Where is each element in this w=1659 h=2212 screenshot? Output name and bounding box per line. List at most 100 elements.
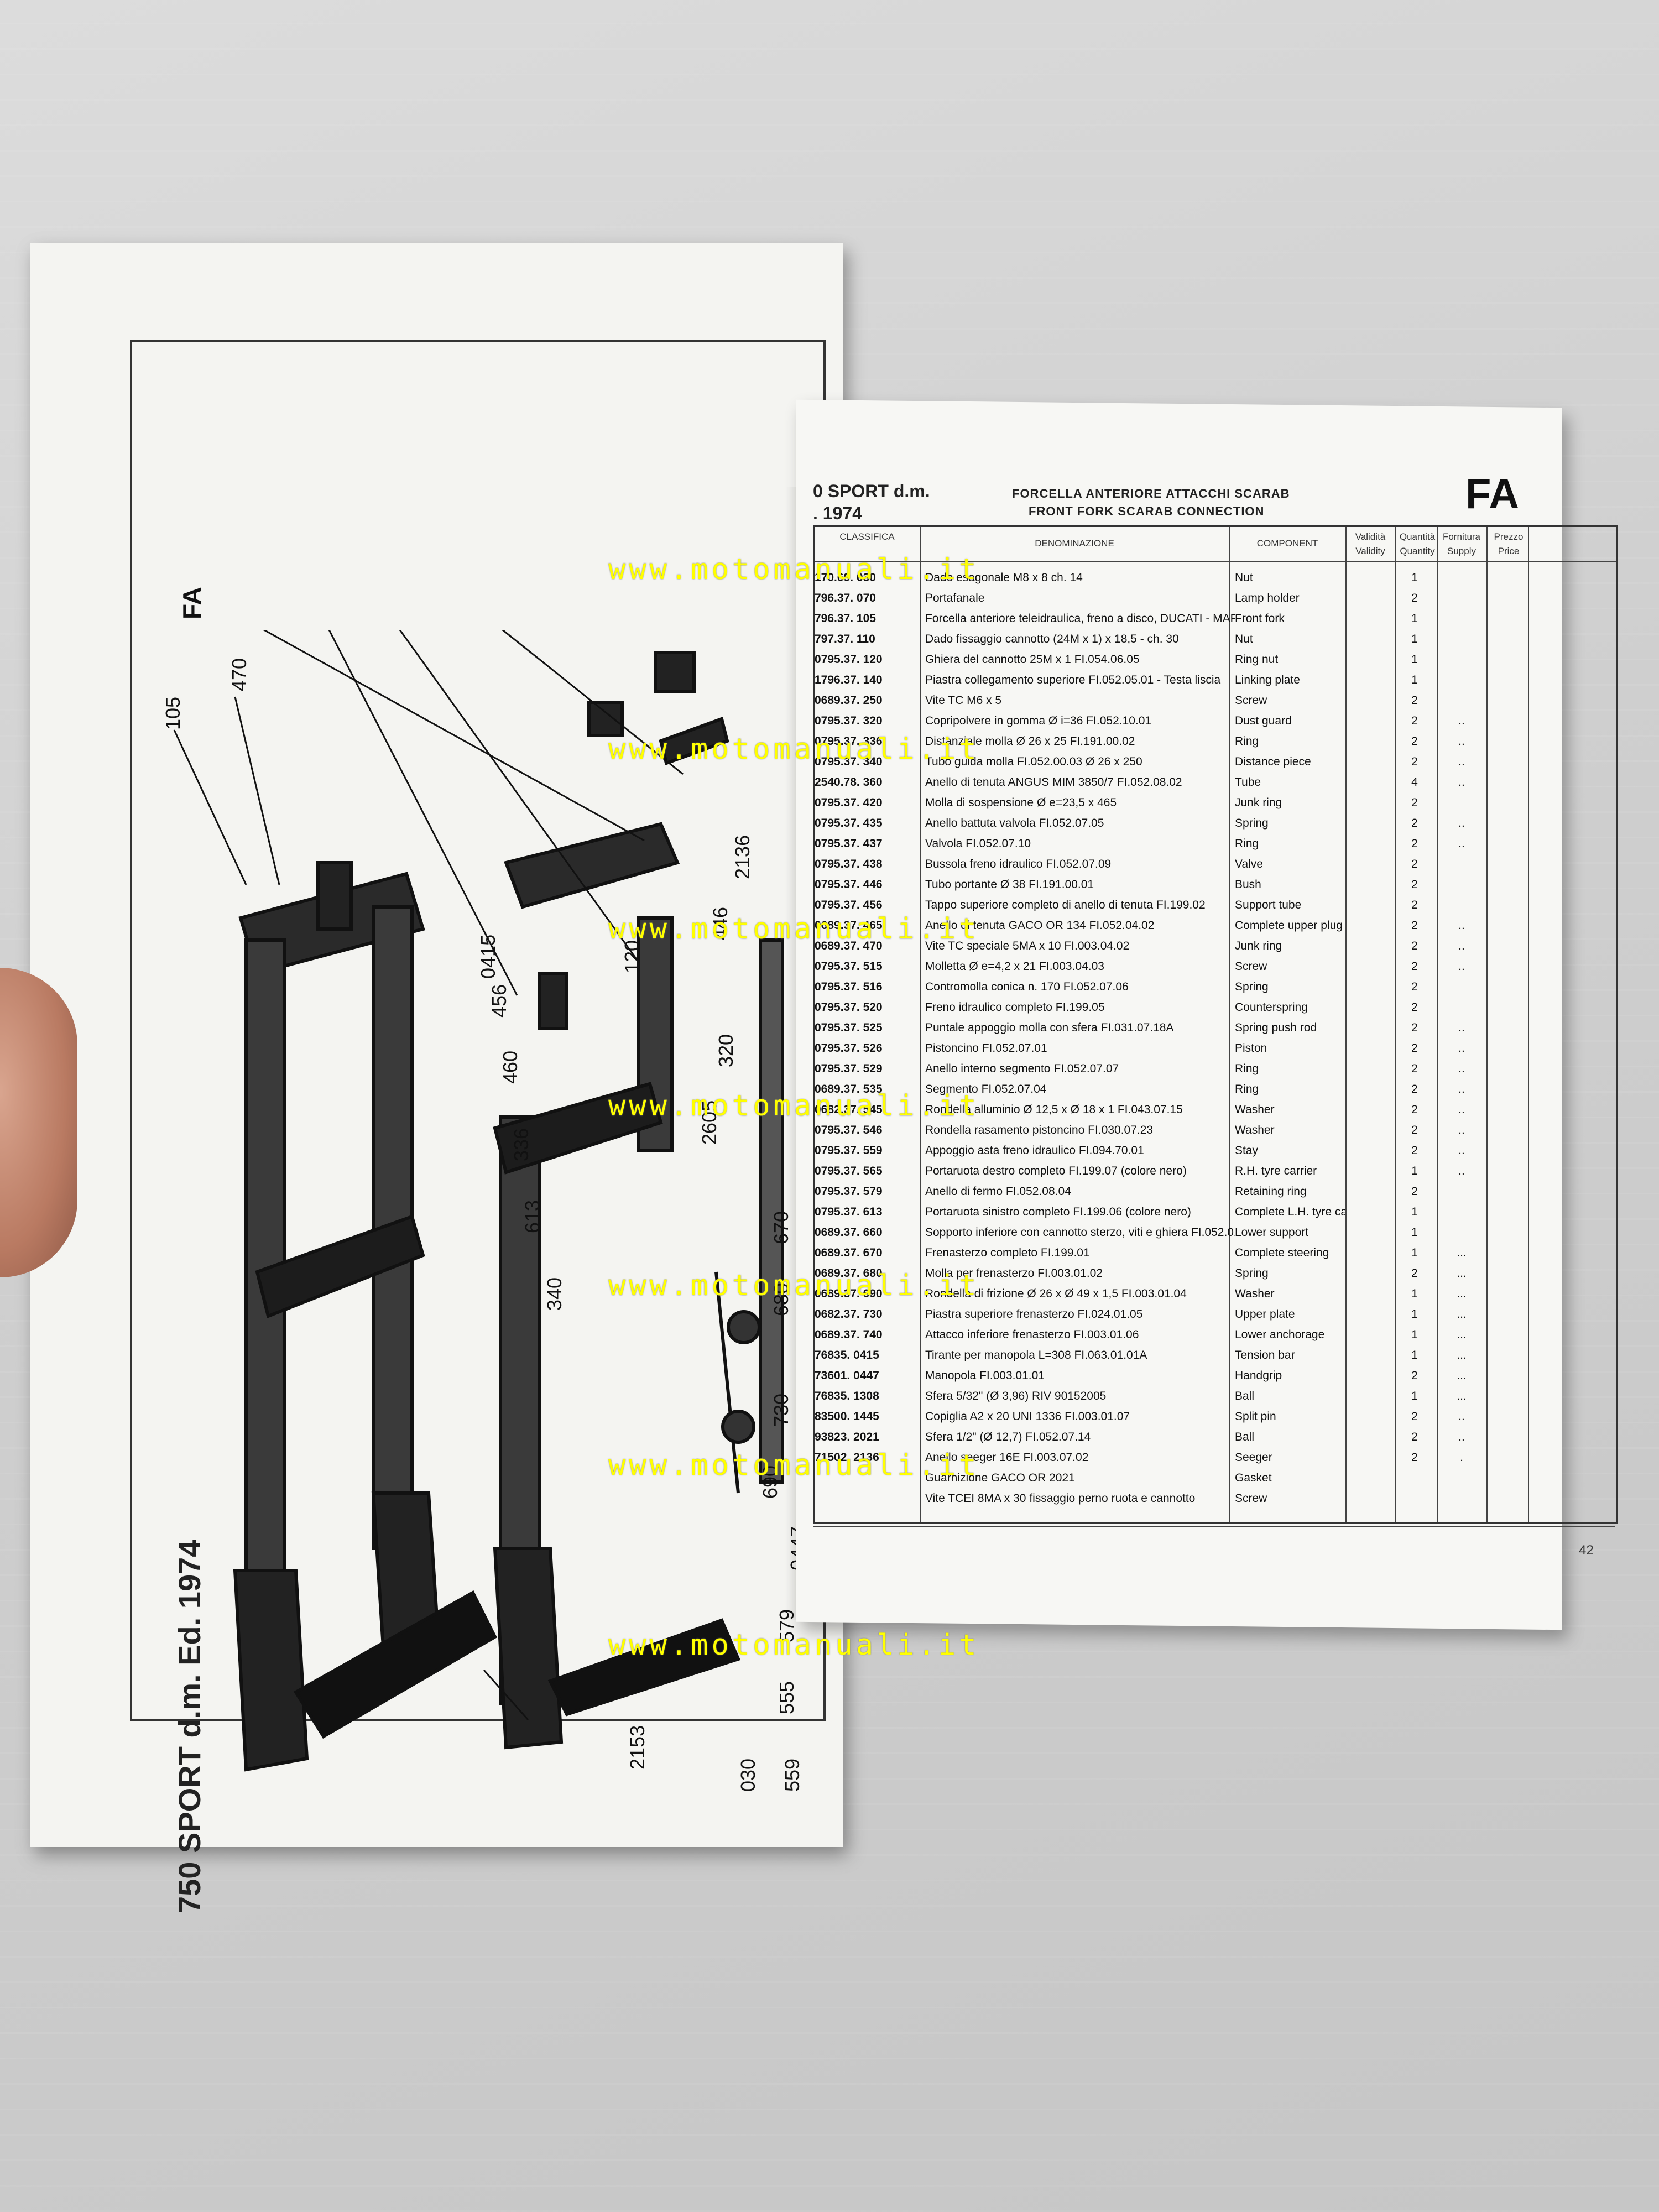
- part-component: Washer: [1235, 1103, 1275, 1116]
- part-description: Attacco inferiore frenasterzo FI.003.01.…: [925, 1328, 1139, 1341]
- part-component: Ring: [1235, 837, 1259, 850]
- col-quantity: Quantity: [1400, 546, 1435, 556]
- thumb-holding-book: [0, 968, 77, 1277]
- part-supply: ..: [1458, 919, 1465, 932]
- callout-030: 030: [737, 1759, 759, 1792]
- watermark: www.motomanuali.it: [608, 1269, 980, 1302]
- col-classifica: CLASSIFICA: [839, 531, 895, 542]
- part-code: 0795.37. 120: [815, 653, 883, 666]
- part-quantity: 2: [1411, 1369, 1418, 1382]
- callout-730: 730: [770, 1394, 792, 1427]
- col-fornitura: Fornitura: [1442, 531, 1481, 542]
- part-quantity: 2: [1411, 735, 1418, 748]
- part-code: 83500. 1445: [815, 1410, 879, 1423]
- part-description: Dado esagonale M8 x 8 ch. 14: [925, 571, 1083, 584]
- part-component: Support tube: [1235, 899, 1302, 911]
- callout-559: 559: [781, 1759, 804, 1792]
- part-supply: ...: [1457, 1369, 1467, 1382]
- part-description: Sopporto inferiore con cannotto sterzo, …: [925, 1226, 1235, 1239]
- col-denominazione: DENOMINAZIONE: [1035, 538, 1114, 549]
- part-quantity: 2: [1411, 694, 1418, 707]
- part-description: Portaruota sinistro completo FI.199.06 (…: [925, 1206, 1191, 1218]
- part-code: 0689.37. 740: [815, 1328, 883, 1341]
- part-description: Segmento FI.052.07.04: [925, 1083, 1047, 1095]
- part-component: Lower support: [1235, 1226, 1309, 1239]
- part-quantity: 2: [1411, 1042, 1418, 1055]
- model-title: 0 SPORT d.m.: [813, 481, 930, 501]
- part-description: Tubo guida molla FI.052.00.03 Ø 26 x 250: [925, 755, 1142, 768]
- part-code: 0689.37. 660: [815, 1226, 883, 1239]
- part-quantity: 2: [1411, 940, 1418, 952]
- part-code: 170.69. 030: [815, 571, 876, 584]
- part-description: Tappo superiore completo di anello di te…: [925, 899, 1206, 911]
- part-component: Ring: [1235, 735, 1259, 748]
- part-supply: ..: [1458, 940, 1465, 952]
- part-code: 796.37. 105: [815, 612, 876, 625]
- part-description: Tirante per manopola L=308 FI.063.01.01A: [925, 1349, 1147, 1361]
- part-quantity: 2: [1411, 1267, 1418, 1280]
- col-price: Price: [1498, 546, 1520, 556]
- part-component: Complete steering: [1235, 1246, 1329, 1259]
- part-code: 0795.37. 456: [815, 899, 883, 911]
- part-quantity: 2: [1411, 919, 1418, 932]
- part-component: Lower anchorage: [1235, 1328, 1325, 1341]
- part-quantity: 2: [1411, 858, 1418, 870]
- part-code: 0689.37. 465: [815, 919, 883, 932]
- callout-2136: 2136: [731, 835, 754, 879]
- part-supply: ...: [1457, 1349, 1467, 1361]
- part-component: Tube: [1235, 776, 1261, 789]
- part-component: Front fork: [1235, 612, 1285, 625]
- watermark: www.motomanuali.it: [608, 1449, 980, 1482]
- part-code: 0795.37. 579: [815, 1185, 883, 1198]
- part-code: 0689.37. 680: [815, 1267, 883, 1280]
- part-supply: ...: [1457, 1328, 1467, 1341]
- callout-336: 336: [510, 1128, 533, 1161]
- part-description: Molletta Ø e=4,2 x 21 FI.003.04.03: [925, 960, 1104, 973]
- part-component: Piston: [1235, 1042, 1267, 1055]
- part-quantity: 2: [1411, 1144, 1418, 1157]
- part-component: Handgrip: [1235, 1369, 1282, 1382]
- part-quantity: 4: [1411, 776, 1418, 789]
- part-component: Nut: [1235, 633, 1253, 645]
- col-supply: Supply: [1447, 546, 1476, 556]
- part-code: 0795.37. 320: [815, 714, 883, 727]
- part-supply: ...: [1457, 1308, 1467, 1321]
- callout-446: 446: [709, 907, 732, 940]
- part-component: Nut: [1235, 571, 1253, 584]
- table-row: 0689.37. 660 Sopporto inferiore con canno…: [815, 1226, 1616, 1240]
- callout-320: 320: [714, 1034, 737, 1067]
- part-code: 0795.37. 435: [815, 817, 883, 830]
- part-description: Ghiera del cannotto 25M x 1 FI.054.06.05: [925, 653, 1140, 666]
- part-supply: ..: [1458, 776, 1465, 789]
- part-description: Frenasterzo completo FI.199.01: [925, 1246, 1090, 1259]
- part-supply: ..: [1458, 1431, 1465, 1443]
- part-component: Tension bar: [1235, 1349, 1295, 1361]
- part-code: 0689.37. 470: [815, 940, 883, 952]
- part-quantity: 1: [1411, 571, 1418, 584]
- part-code: 0795.37. 565: [815, 1165, 883, 1177]
- table-row: 0689.37. 740 Attacco inferiore frenasterz…: [815, 1328, 1616, 1343]
- part-code: 0795.37. 520: [815, 1001, 883, 1014]
- part-quantity: 2: [1411, 1083, 1418, 1095]
- part-description: Anello battuta valvola FI.052.07.05: [925, 817, 1104, 830]
- part-quantity: 2: [1411, 980, 1418, 993]
- part-component: Spring push rod: [1235, 1021, 1317, 1034]
- part-component: Spring: [1235, 1267, 1269, 1280]
- part-quantity: 1: [1411, 1165, 1418, 1177]
- part-supply: ...: [1457, 1267, 1467, 1280]
- watermark: www.motomanuali.it: [608, 733, 980, 766]
- part-description: Bussola freno idraulico FI.052.07.09: [925, 858, 1112, 870]
